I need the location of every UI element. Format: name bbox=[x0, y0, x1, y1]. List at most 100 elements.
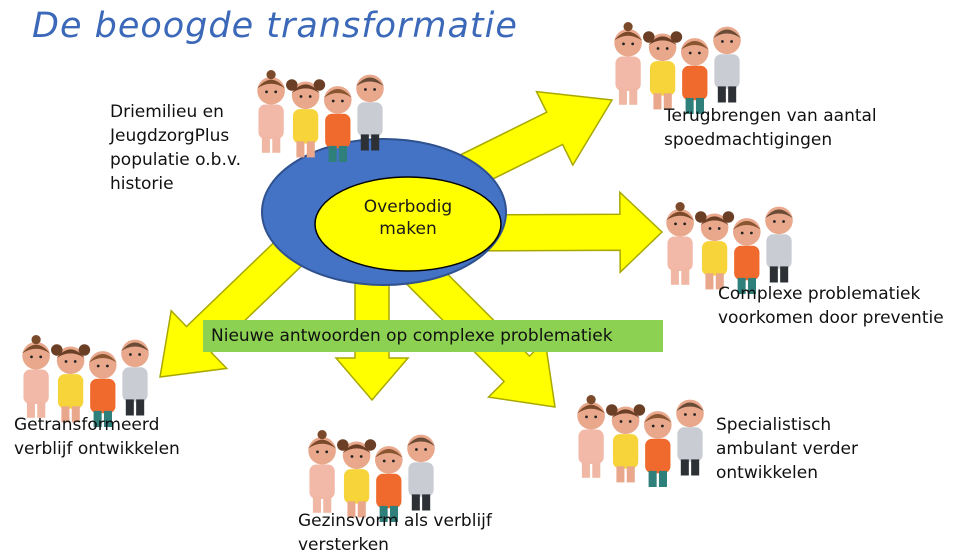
figure-body bbox=[325, 113, 351, 149]
figure-body bbox=[645, 438, 671, 474]
family-right bbox=[666, 202, 793, 294]
figure-eye bbox=[265, 90, 268, 94]
figure-leg bbox=[306, 141, 315, 158]
figure-eye bbox=[782, 220, 785, 223]
figure-leg bbox=[695, 97, 704, 114]
figure-eye bbox=[773, 220, 776, 223]
figure-hair-bun bbox=[286, 79, 298, 91]
label-origin: Driemilieu en JeugdzorgPlus populatie o.… bbox=[110, 102, 241, 194]
figure-eye bbox=[740, 231, 744, 235]
figure-hair bbox=[611, 409, 640, 418]
center-label: Overbodig maken bbox=[363, 197, 453, 239]
figure-leg bbox=[626, 466, 635, 483]
figure-body bbox=[23, 369, 49, 404]
figure-eye bbox=[341, 99, 344, 103]
figure-hair-bun bbox=[633, 404, 646, 416]
figure-hair bbox=[700, 216, 729, 225]
figure-leg bbox=[26, 401, 35, 418]
figure-body bbox=[90, 378, 116, 414]
label-bottom-right: Specialistisch ambulant verder ontwikkel… bbox=[716, 415, 858, 483]
figure-leg bbox=[379, 505, 388, 522]
figure-leg bbox=[136, 399, 145, 416]
figure-hair-bun bbox=[313, 79, 326, 91]
figure-hair-bun bbox=[337, 439, 349, 451]
figure-hair bbox=[291, 84, 320, 93]
figure-eye bbox=[299, 95, 303, 98]
family-bottom bbox=[308, 430, 435, 522]
figure-eye bbox=[73, 360, 77, 363]
figure-eye bbox=[661, 424, 664, 428]
figure-hair bbox=[713, 29, 741, 39]
figure-eye bbox=[138, 353, 141, 356]
figure-eye bbox=[684, 413, 687, 416]
figure-leg bbox=[347, 501, 356, 518]
figure-eye bbox=[622, 42, 625, 46]
figure-hair bbox=[681, 40, 709, 50]
figure-eye bbox=[325, 450, 329, 454]
figure-leg bbox=[328, 145, 337, 162]
figure-eye bbox=[693, 413, 696, 416]
label-right: Complexe problematiek voorkomen door pre… bbox=[718, 284, 944, 328]
figure-eye bbox=[688, 51, 692, 55]
figure-leg bbox=[272, 136, 281, 153]
figure-eye bbox=[424, 448, 427, 451]
figure-body bbox=[292, 109, 319, 144]
figure-hair bbox=[644, 413, 672, 423]
family-origin bbox=[257, 70, 384, 162]
figure-leg bbox=[37, 401, 46, 418]
figure-eye bbox=[594, 415, 598, 419]
figure-hair bbox=[356, 77, 384, 87]
figure-leg bbox=[747, 277, 756, 294]
figure-hair bbox=[342, 444, 371, 453]
figure-eye bbox=[373, 88, 376, 91]
figure-hair-bun bbox=[31, 335, 41, 345]
figure-leg bbox=[691, 459, 700, 476]
figure-eye bbox=[350, 455, 354, 458]
figure-body bbox=[57, 374, 84, 409]
figure-eye bbox=[359, 455, 363, 458]
figure-body bbox=[309, 464, 335, 499]
figure-hair bbox=[121, 342, 149, 352]
figure-hair-bun bbox=[670, 31, 683, 43]
figure-hair-bun bbox=[586, 395, 596, 405]
figure-eye bbox=[656, 47, 660, 50]
figure-eye bbox=[651, 424, 655, 428]
figure-body bbox=[734, 245, 760, 281]
figure-leg bbox=[728, 86, 737, 103]
figure-leg bbox=[780, 266, 789, 283]
figure-body bbox=[677, 427, 703, 462]
inner-ellipse bbox=[314, 176, 502, 272]
figure-eye bbox=[708, 227, 712, 230]
figure-eye bbox=[721, 40, 724, 43]
figure-leg bbox=[715, 273, 724, 290]
figure-hair bbox=[577, 404, 605, 414]
figure-hair-bun bbox=[722, 211, 735, 223]
figure-leg bbox=[616, 466, 625, 483]
figure-eye bbox=[665, 47, 669, 50]
figure-eye bbox=[30, 355, 33, 359]
figure-hair bbox=[733, 220, 761, 230]
figure-hair bbox=[257, 79, 285, 89]
figure-leg bbox=[103, 410, 112, 427]
figure-hair-bun bbox=[266, 70, 276, 80]
figure-eye bbox=[750, 231, 753, 235]
figure-leg bbox=[371, 134, 380, 151]
figure-body bbox=[258, 104, 284, 139]
figure-eye bbox=[331, 99, 335, 103]
family-top-right bbox=[614, 22, 741, 114]
figure-hair-bun bbox=[317, 430, 327, 440]
figure-hair-bun bbox=[623, 22, 633, 32]
figure-leg bbox=[389, 505, 398, 522]
figure-hair bbox=[89, 353, 117, 363]
figure-body bbox=[649, 61, 676, 96]
figure-hair bbox=[375, 448, 403, 458]
label-bottom: Gezinsvorm als verblijf versterken bbox=[298, 511, 492, 555]
figure-leg bbox=[312, 496, 321, 513]
figure-eye bbox=[96, 364, 100, 368]
figure-body bbox=[701, 241, 728, 276]
figure-hair bbox=[765, 209, 793, 219]
figure-hair bbox=[56, 349, 85, 358]
figure-leg bbox=[61, 406, 70, 423]
figure-leg bbox=[261, 136, 270, 153]
